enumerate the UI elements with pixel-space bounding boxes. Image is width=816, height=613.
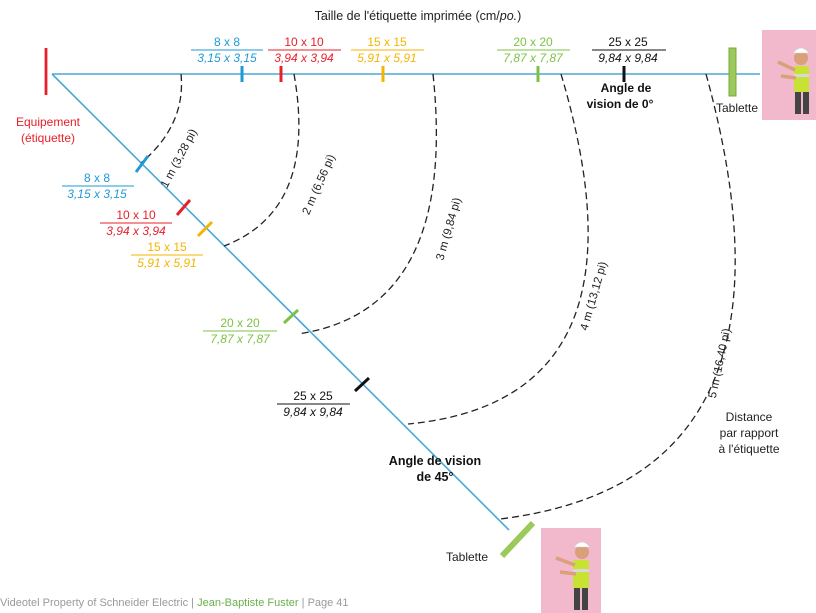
diag-size-10x10: 10 x 10 3,94 x 3,94 bbox=[100, 199, 192, 238]
worker-photo-top bbox=[762, 30, 816, 120]
top-size-10x10-cm: 10 x 10 bbox=[284, 35, 324, 49]
top-size-20x20: 20 x 20 7,87 x 7,87 bbox=[497, 35, 570, 82]
diag-size-15x15: 15 x 15 5,91 x 5,91 bbox=[131, 220, 214, 270]
distance-label-4m: 4 m (13,12 pi) bbox=[579, 260, 610, 332]
footer-suffix: | Page 41 bbox=[298, 597, 349, 609]
distance-caption-line3: à l'étiquette bbox=[718, 442, 779, 456]
top-size-8x8-cm: 8 x 8 bbox=[214, 35, 240, 49]
top-size-25x25: 25 x 25 9,84 x 9,84 bbox=[592, 35, 666, 82]
distance-caption-line2: par rapport bbox=[720, 426, 779, 440]
tablet-bottom-marker bbox=[499, 520, 536, 559]
angle-0-label-line2: vision de 0° bbox=[587, 97, 654, 111]
top-size-20x20-cm: 20 x 20 bbox=[513, 35, 553, 49]
diag-size-8x8-cm: 8 x 8 bbox=[84, 171, 110, 185]
diag-size-20x20: 20 x 20 7,87 x 7,87 bbox=[203, 308, 300, 346]
tablet-top-label: Tablette bbox=[716, 101, 758, 115]
diag-size-25x25-in: 9,84 x 9,84 bbox=[283, 405, 343, 419]
distance-label-5m: 5 m (16,40 pi) bbox=[707, 327, 734, 399]
diag-size-25x25-cm: 25 x 25 bbox=[293, 389, 333, 403]
top-size-25x25-in: 9,84 x 9,84 bbox=[598, 51, 658, 65]
top-size-8x8: 8 x 8 3,15 x 3,15 bbox=[191, 35, 263, 82]
distance-arc-3m bbox=[297, 73, 437, 335]
diag-size-20x20-cm: 20 x 20 bbox=[220, 316, 260, 330]
distance-arc-4m bbox=[407, 73, 589, 425]
diag-size-15x15-in: 5,91 x 5,91 bbox=[137, 256, 196, 270]
equipment-label-line1: Equipement bbox=[16, 115, 81, 129]
angle-0-label-line1: Angle de bbox=[601, 81, 652, 95]
top-size-10x10-in: 3,94 x 3,94 bbox=[274, 51, 334, 65]
equipment-label-line2: (étiquette) bbox=[21, 131, 75, 145]
diag-size-10x10-cm: 10 x 10 bbox=[116, 208, 156, 222]
distance-label-3m: 3 m (9,84 pi) bbox=[434, 196, 463, 262]
distance-arc-2m bbox=[223, 73, 300, 247]
top-size-25x25-cm: 25 x 25 bbox=[608, 35, 648, 49]
top-size-15x15: 15 x 15 5,91 x 5,91 bbox=[351, 35, 424, 82]
top-size-10x10: 10 x 10 3,94 x 3,94 bbox=[268, 35, 341, 82]
tablet-bottom-label: Tablette bbox=[446, 550, 488, 564]
top-size-8x8-in: 3,15 x 3,15 bbox=[197, 51, 257, 65]
diagonal-axis-45deg bbox=[51, 73, 510, 531]
diag-size-10x10-in: 3,94 x 3,94 bbox=[106, 224, 166, 238]
distance-arc-1m bbox=[140, 73, 183, 164]
diag-size-20x20-in: 7,87 x 7,87 bbox=[210, 332, 271, 346]
diag-size-25x25: 25 x 25 9,84 x 9,84 bbox=[277, 376, 371, 419]
diagram-title: Taille de l'étiquette imprimée (cm/po.) bbox=[315, 9, 522, 23]
worker-photo-bottom bbox=[541, 528, 601, 613]
angle-45-label-line2: de 45° bbox=[417, 470, 454, 484]
top-size-15x15-cm: 15 x 15 bbox=[367, 35, 407, 49]
diag-size-15x15-cm: 15 x 15 bbox=[147, 240, 187, 254]
distance-arcs bbox=[140, 73, 736, 520]
footer-author-link[interactable]: Jean-Baptiste Fuster bbox=[197, 597, 299, 609]
distance-arc-5m bbox=[499, 73, 736, 520]
page-footer: Videotel Property of Schneider Electric … bbox=[0, 597, 349, 609]
angle-45-label-line1: Angle de vision bbox=[389, 454, 481, 468]
distance-label-1m: 1 m (3,28 pi) bbox=[159, 127, 200, 190]
distance-caption-line1: Distance bbox=[726, 410, 773, 424]
diag-size-8x8-in: 3,15 x 3,15 bbox=[67, 187, 127, 201]
tablet-top-marker bbox=[728, 47, 737, 97]
top-size-15x15-in: 5,91 x 5,91 bbox=[357, 51, 416, 65]
footer-prefix: Videotel Property of Schneider Electric … bbox=[0, 597, 198, 609]
top-size-20x20-in: 7,87 x 7,87 bbox=[503, 51, 564, 65]
distance-label-2m: 2 m (6,56 pi) bbox=[301, 153, 338, 217]
diag-size-8x8: 8 x 8 3,15 x 3,15 bbox=[62, 155, 150, 201]
